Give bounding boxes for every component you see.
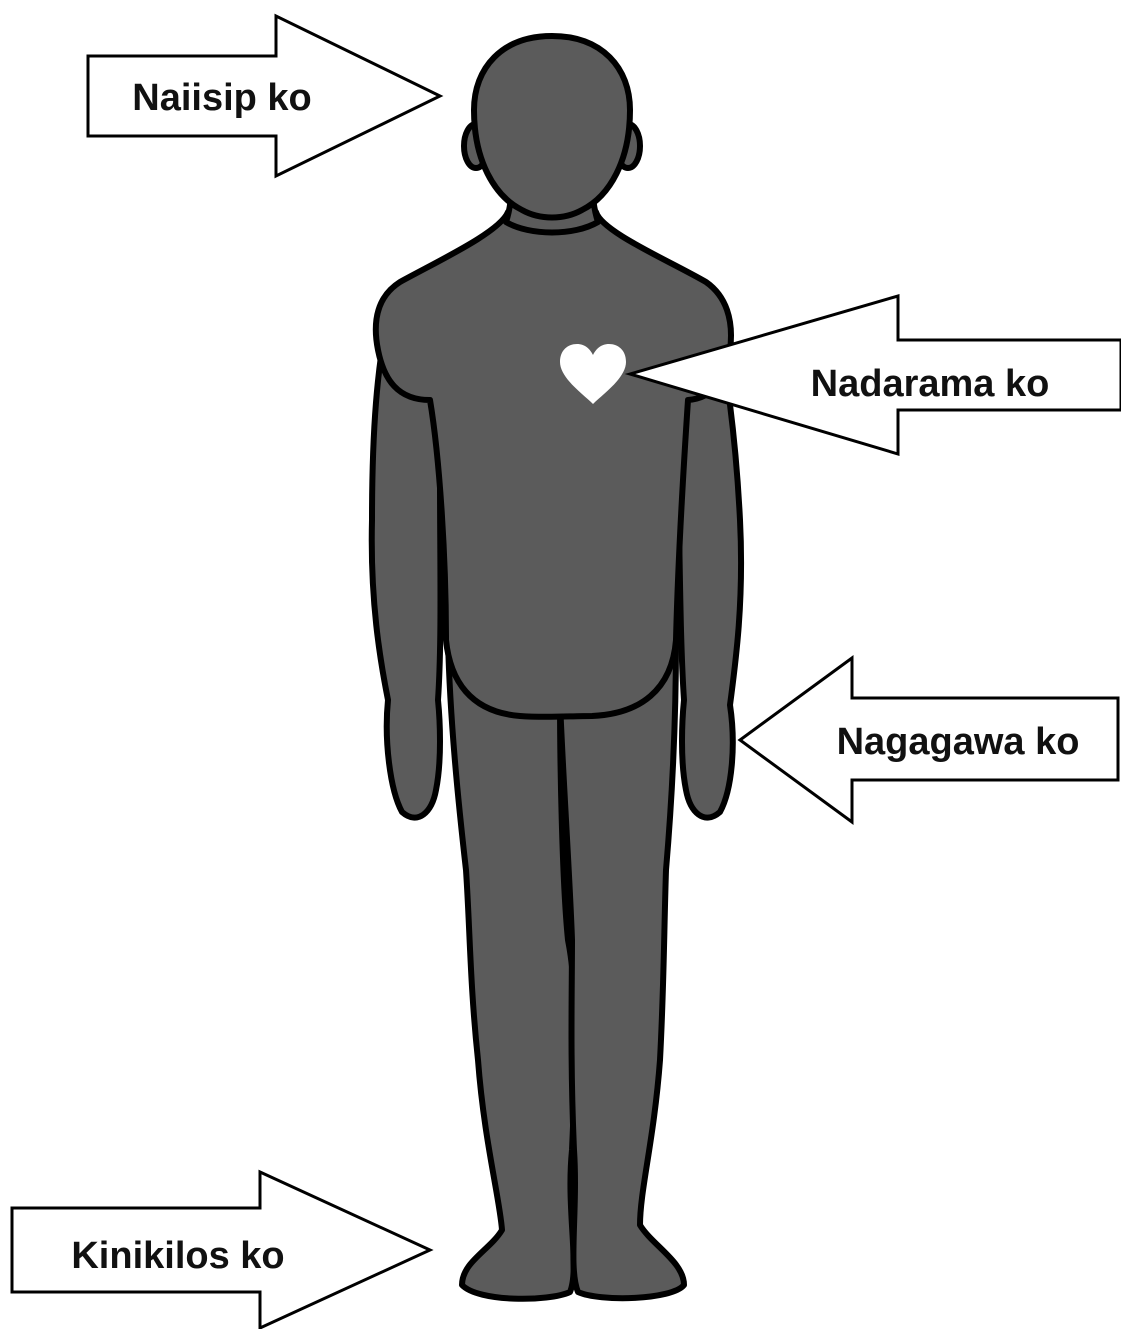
human-silhouette: [372, 36, 741, 1299]
hand-arrow: Nagagawa ko: [740, 658, 1118, 822]
head-label: Naiisip ko: [132, 77, 312, 119]
feet-label: Kinikilos ko: [71, 1235, 284, 1277]
hand-label: Nagagawa ko: [837, 721, 1080, 763]
right-leg: [560, 640, 684, 1298]
left-leg: [448, 640, 575, 1299]
heart-label: Nadarama ko: [811, 363, 1050, 405]
head-arrow: Naiisip ko: [88, 16, 440, 176]
head: [474, 36, 630, 218]
feet-arrow: Kinikilos ko: [12, 1172, 430, 1328]
